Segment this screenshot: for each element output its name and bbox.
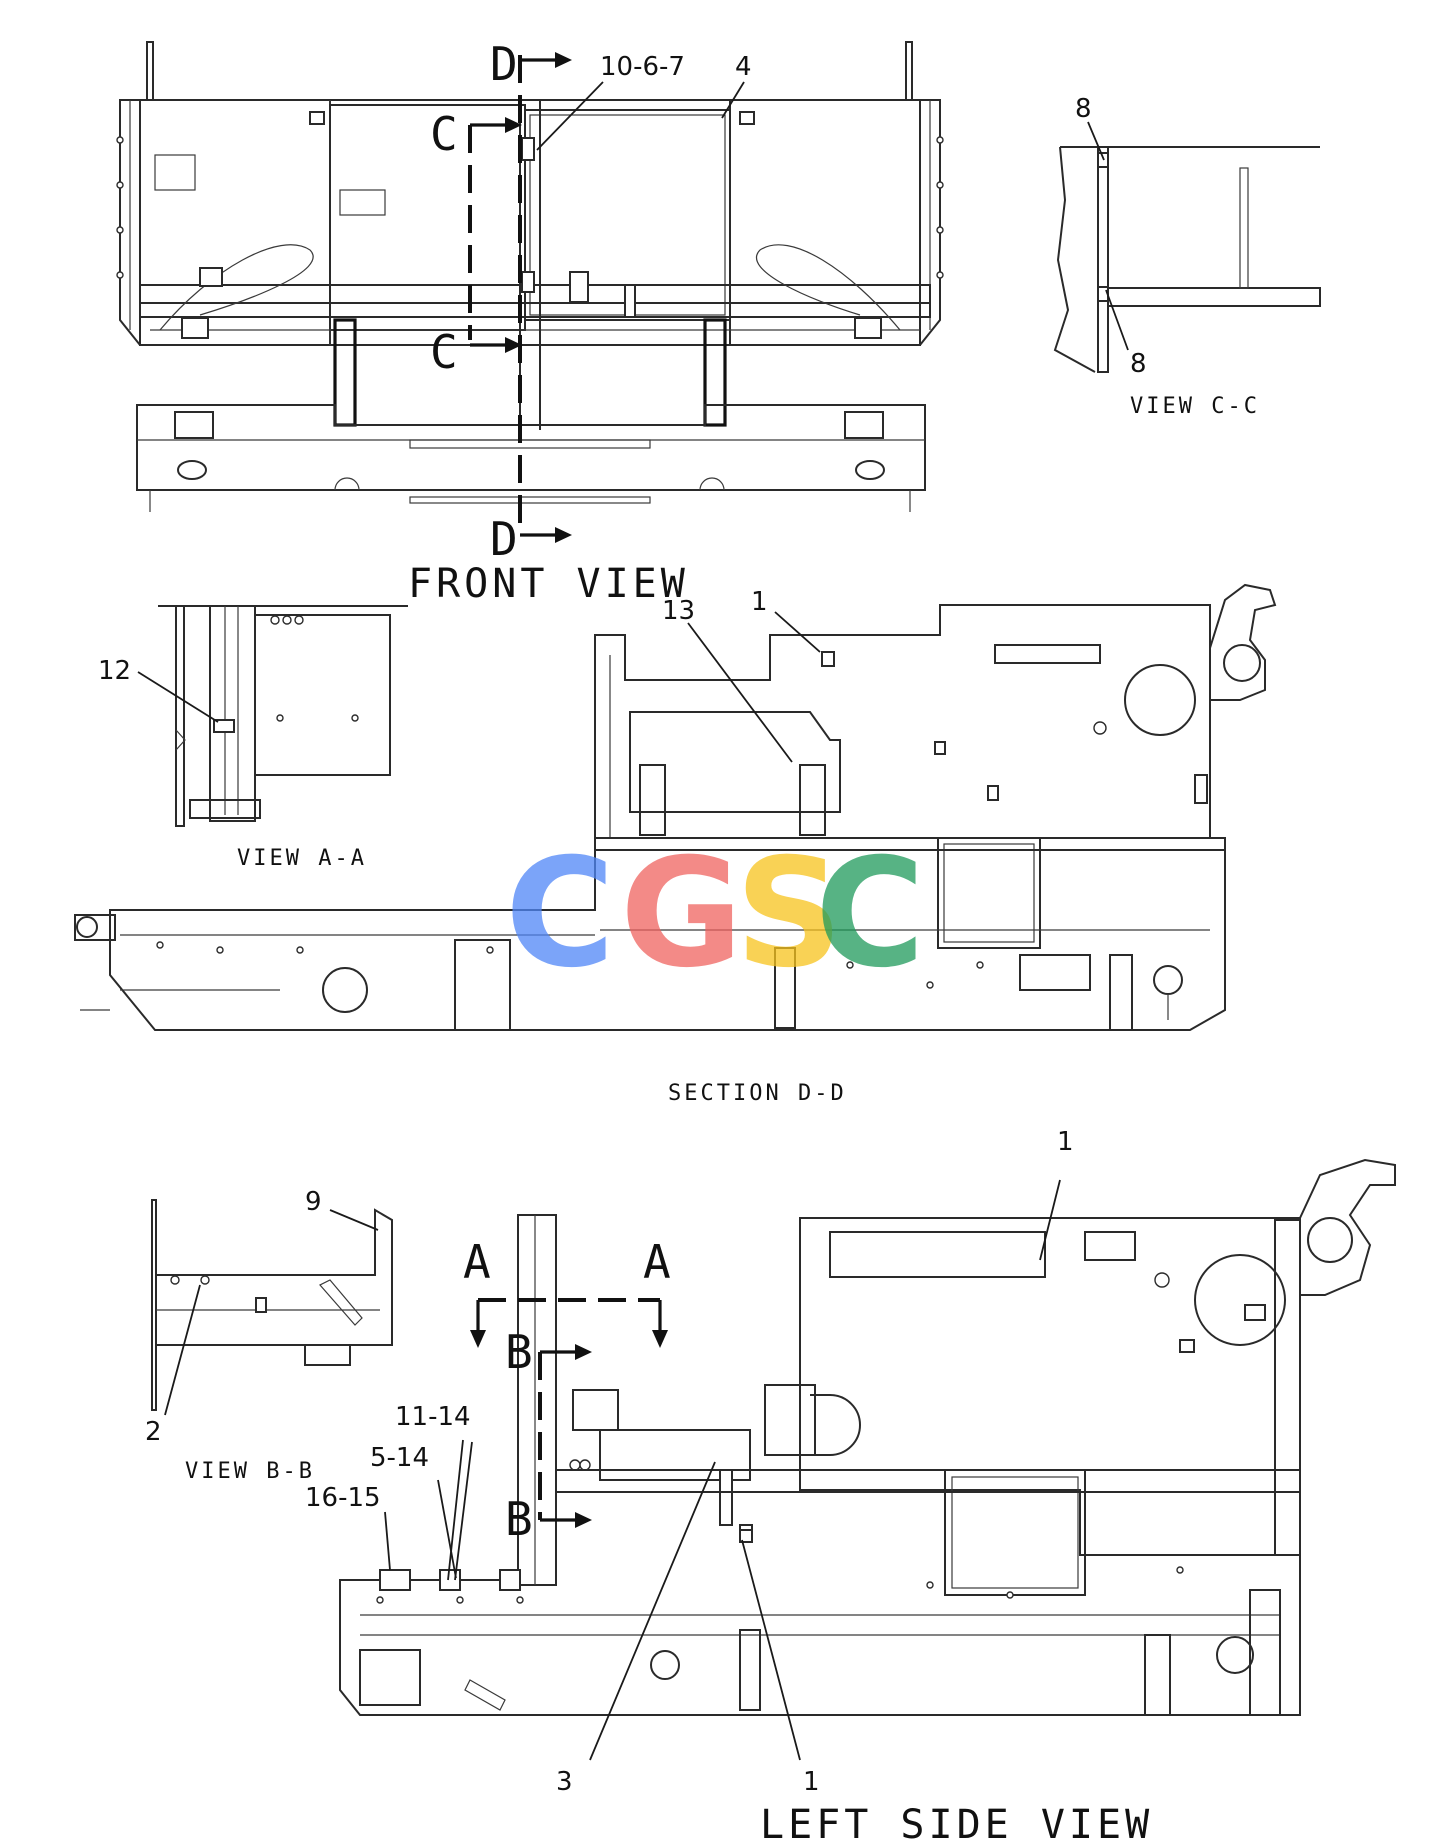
- front-view-title: FRONT VIEW: [408, 561, 689, 607]
- left-side-view-title: LEFT SIDE VIEW: [760, 1802, 1153, 1843]
- callout-11-14: 11-14: [395, 1402, 471, 1432]
- view-aa-title: VIEW A-A: [237, 846, 367, 871]
- section-marker-a-left: A: [463, 1235, 491, 1289]
- section-marker-a-right: A: [643, 1235, 671, 1289]
- watermark-letter-c1: C: [505, 827, 615, 1001]
- watermark-letter-s: S: [735, 827, 843, 1001]
- callout-9: 9: [305, 1187, 322, 1217]
- cgsc-watermark: C G S C: [505, 827, 925, 1001]
- callout-8-top: 8: [1075, 94, 1092, 124]
- section-marker-b-top: B: [505, 1325, 533, 1379]
- view-cc-title: VIEW C-C: [1130, 394, 1260, 419]
- section-marker-d-bottom: D: [490, 512, 518, 566]
- callout-4: 4: [735, 52, 752, 82]
- watermark-letter-g: G: [620, 827, 743, 1001]
- watermark-letter-c2: C: [815, 827, 925, 1001]
- section-dd-drawing: [74, 583, 1277, 1031]
- callout-1-left-bottom: 1: [803, 1767, 820, 1797]
- view-bb-title: VIEW B-B: [185, 1459, 315, 1484]
- view-cc-drawing: [1053, 121, 1321, 373]
- view-aa-drawing: [137, 605, 408, 827]
- section-marker-b-bottom: B: [505, 1492, 533, 1546]
- callout-1-section: 1: [751, 587, 768, 617]
- callout-1-left-top: 1: [1057, 1127, 1074, 1157]
- callout-8-bottom: 8: [1130, 349, 1147, 379]
- view-bb-drawing: [151, 1199, 393, 1416]
- callout-5-14: 5-14: [370, 1443, 429, 1473]
- callout-12: 12: [98, 656, 131, 686]
- front-view-drawing: [116, 41, 944, 543]
- callout-10-6-7: 10-6-7: [600, 52, 685, 82]
- callout-2: 2: [145, 1417, 162, 1447]
- section-marker-c-bottom: C: [430, 325, 458, 379]
- left-side-view-drawing: [339, 1158, 1396, 1761]
- section-marker-c-top: C: [430, 107, 458, 161]
- callout-3: 3: [556, 1767, 573, 1797]
- callout-16-15: 16-15: [305, 1483, 381, 1513]
- section-dd-title: SECTION D-D: [668, 1081, 847, 1106]
- section-marker-d-top: D: [490, 37, 518, 91]
- callout-13: 13: [662, 596, 695, 626]
